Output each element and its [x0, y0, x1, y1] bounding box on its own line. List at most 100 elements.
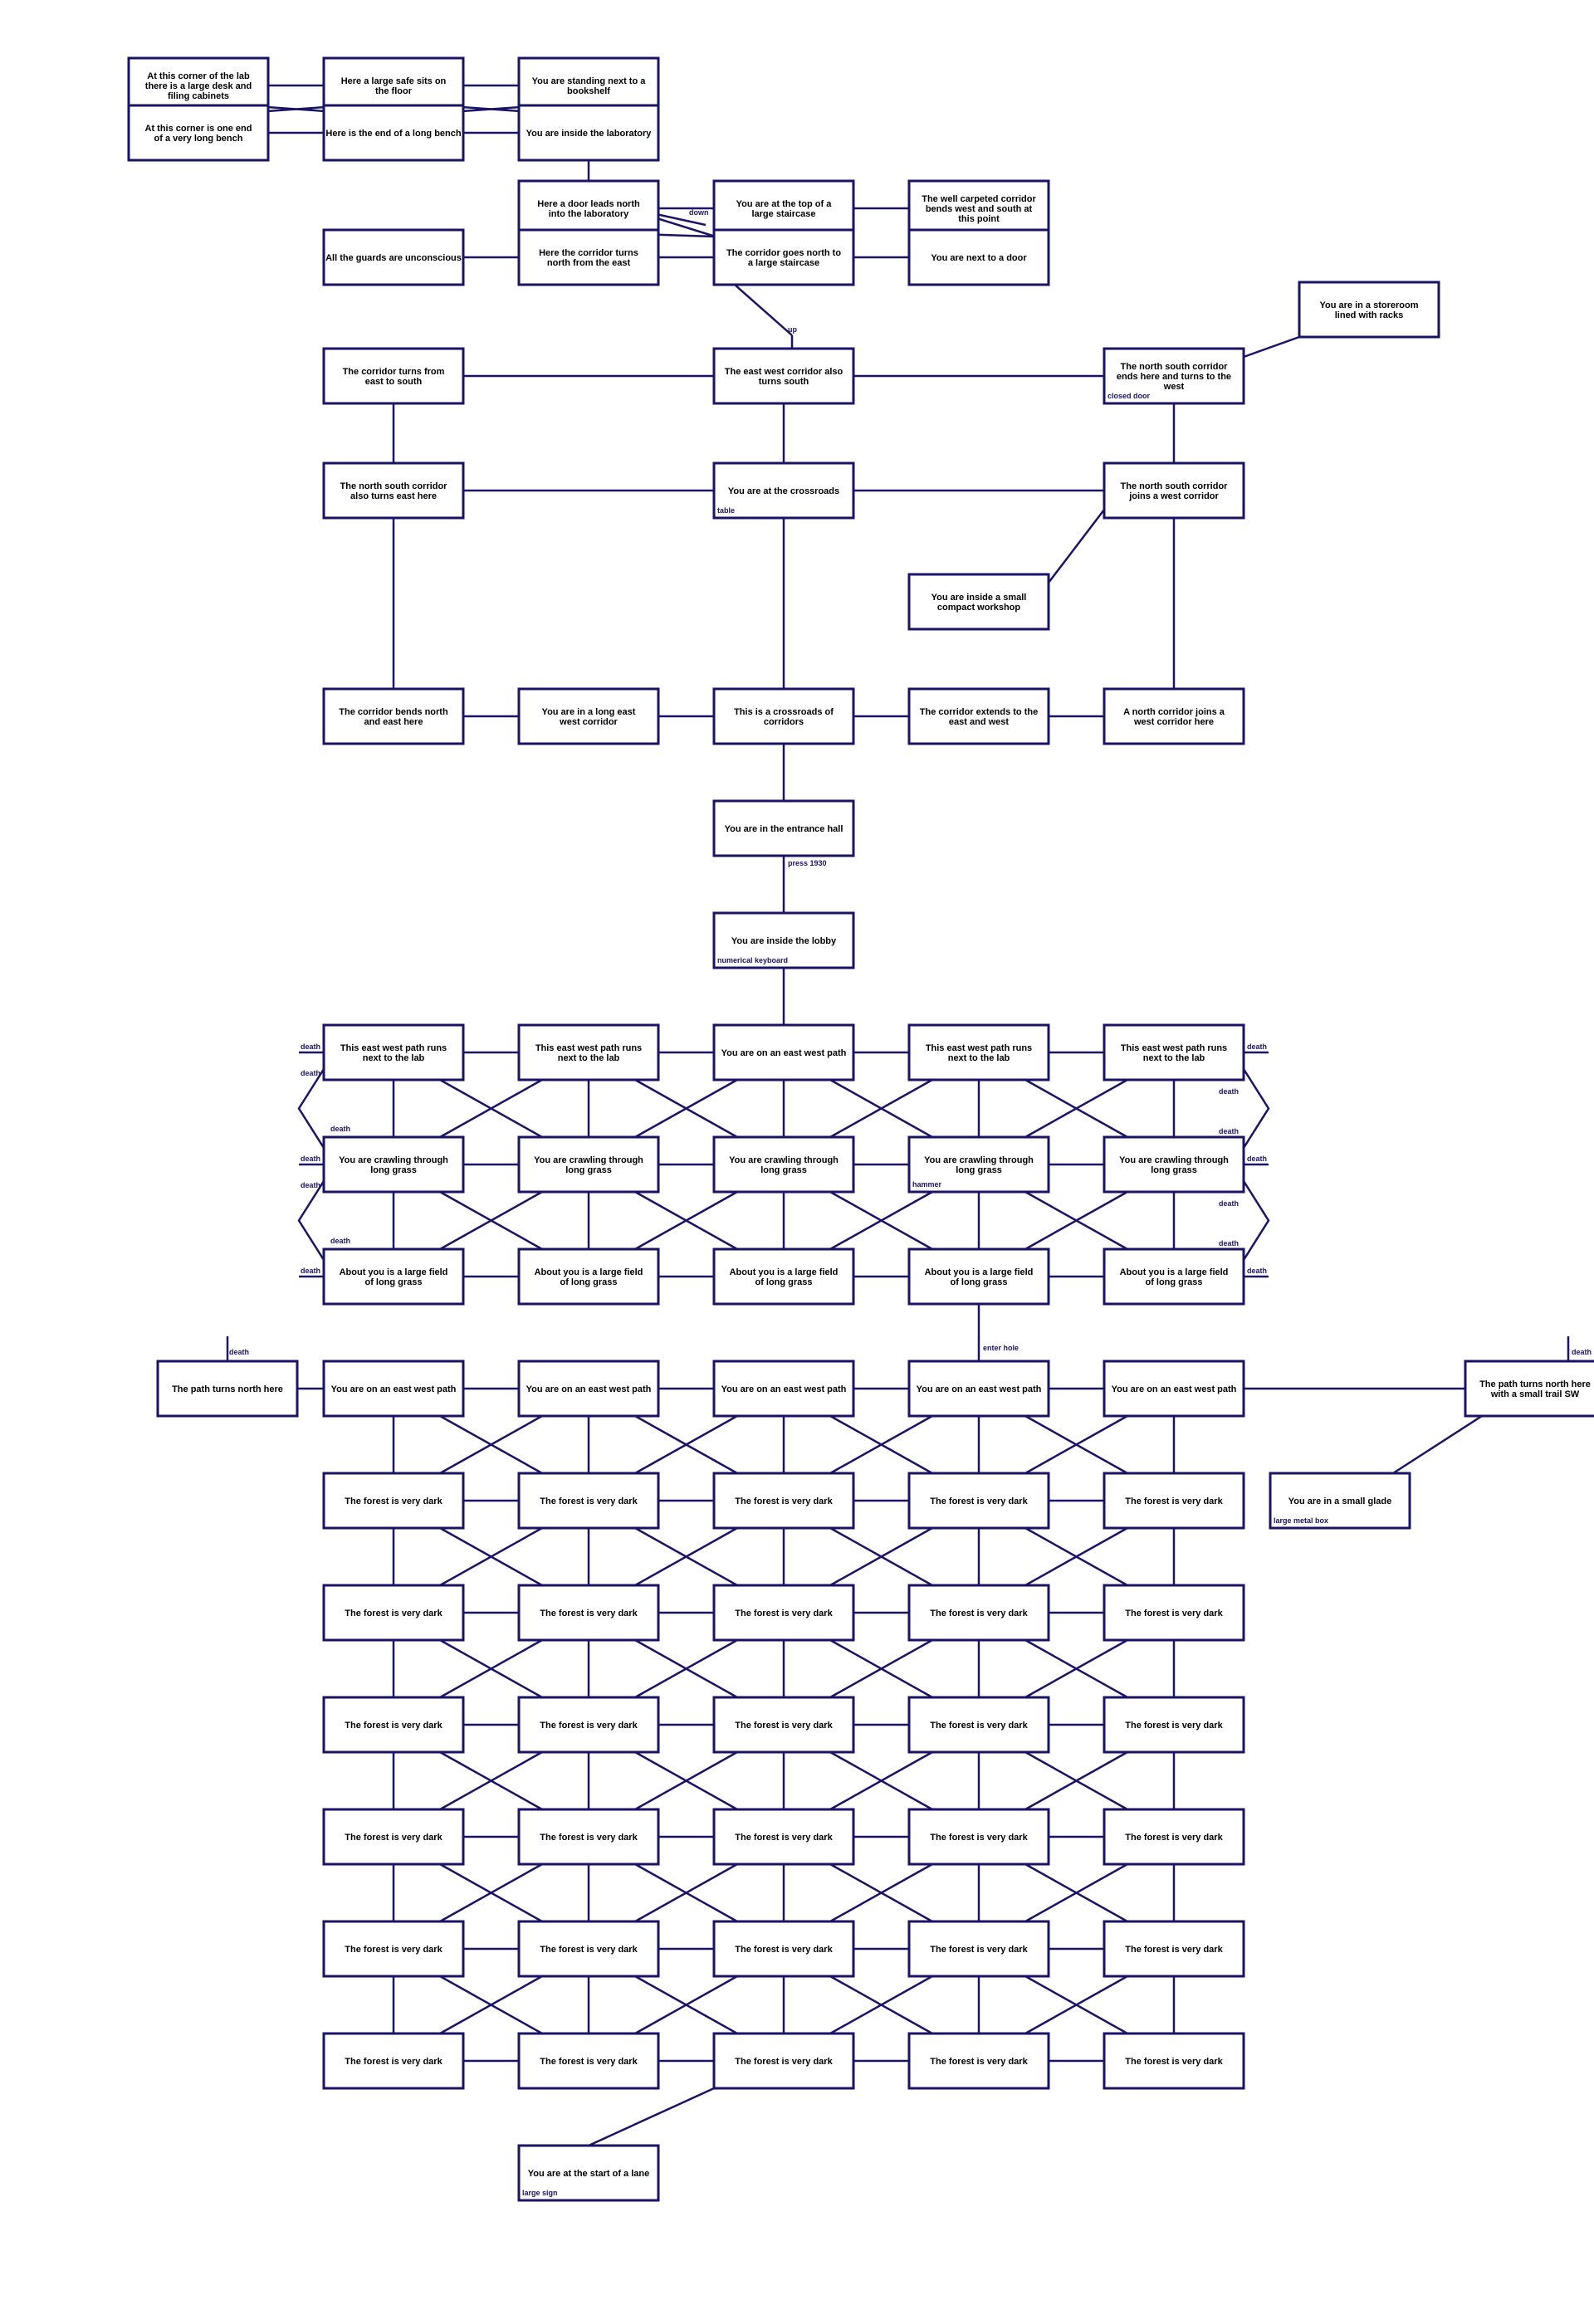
connection-line — [634, 1078, 738, 1139]
death-label: death — [301, 1069, 320, 1077]
room-description: About you is a large field — [535, 1267, 643, 1277]
room-box — [322, 461, 465, 520]
room-description: large staircase — [751, 209, 815, 219]
room-item-label: closed door — [1107, 392, 1151, 400]
room-description: At this corner is one end — [145, 124, 252, 134]
room-description: The forest is very dark — [1125, 1721, 1223, 1731]
room-description: also turns east here — [350, 491, 437, 501]
room-p_1: You are on an east west path — [517, 1360, 660, 1418]
room-description: north from the east — [547, 258, 631, 268]
connection-line — [1392, 1414, 1483, 1475]
room-guards: All the guards are unconscious — [322, 228, 465, 286]
room-item-label: table — [717, 506, 735, 515]
room-box — [517, 687, 660, 745]
room-description: You are in a long east — [542, 707, 636, 717]
room-description: lined with racks — [1335, 310, 1404, 320]
room-description: The forest is very dark — [930, 1609, 1028, 1618]
room-description: You are at the top of a — [736, 199, 833, 209]
room-description: About you is a large field — [925, 1267, 1034, 1277]
room-box — [1103, 1920, 1245, 1978]
room-description: next to the lab — [1143, 1053, 1205, 1063]
room-description: You are inside a small — [931, 593, 1027, 603]
room-description: of long grass — [950, 1277, 1007, 1287]
connection-line — [439, 1975, 543, 2035]
room-box — [517, 104, 660, 162]
room-description: The forest is very dark — [540, 2057, 638, 2067]
room-description: The forest is very dark — [345, 1945, 443, 1955]
room-f2_0: The forest is very dark — [322, 1584, 465, 1642]
room-description: This east west path runs — [926, 1043, 1032, 1053]
room-f4_1: The forest is very dark — [517, 1808, 660, 1866]
room-box — [127, 56, 270, 115]
connection-line — [297, 1180, 325, 1261]
room-description: east and west — [949, 717, 1009, 727]
room-description: east to south — [365, 377, 423, 387]
room-box — [712, 1247, 855, 1306]
room-box — [517, 1696, 660, 1754]
death-label: death — [1247, 1155, 1267, 1163]
room-box — [1103, 347, 1245, 405]
room-description: The forest is very dark — [1125, 1945, 1223, 1955]
press-code-label: press 1930 — [788, 859, 827, 867]
room-description: compact workshop — [937, 603, 1021, 613]
room-box — [712, 1023, 855, 1081]
room-description: You are on an east west path — [721, 1384, 847, 1394]
room-f1_4: The forest is very dark — [1103, 1472, 1245, 1530]
room-f5_1: The forest is very dark — [517, 1920, 660, 1978]
room-box — [517, 179, 660, 237]
room-description: The forest is very dark — [930, 2057, 1028, 2067]
connection-line — [1024, 1526, 1128, 1587]
room-box — [322, 1696, 465, 1754]
room-item-label: hammer — [912, 1180, 942, 1189]
room-box — [1103, 2032, 1245, 2090]
room-description: with a small trail SW — [1490, 1389, 1580, 1399]
connection-line — [439, 1638, 543, 1699]
room-box — [517, 1808, 660, 1866]
room-f4_0: The forest is very dark — [322, 1808, 465, 1866]
room-description: ends here and turns to the — [1117, 372, 1231, 382]
connection-line — [439, 1526, 543, 1587]
room-box — [1103, 1472, 1245, 1530]
death-label: death — [330, 1237, 350, 1245]
connection-line — [439, 1414, 543, 1475]
room-box — [907, 1920, 1050, 1978]
room-description: The forest is very dark — [540, 1945, 638, 1955]
room-description: The forest is very dark — [930, 1945, 1028, 1955]
room-box — [712, 461, 855, 520]
room-lab_se: You are inside the laboratory — [517, 104, 660, 162]
room-description: You are on an east west path — [1112, 1384, 1237, 1394]
room-f1_1: The forest is very dark — [517, 1472, 660, 1530]
room-description: You are in a small glade — [1288, 1496, 1392, 1506]
room-description: The forest is very dark — [735, 2057, 833, 2067]
connection-line — [439, 1863, 543, 1923]
room-box — [907, 1023, 1050, 1081]
room-description: The forest is very dark — [1125, 2057, 1223, 2067]
room-box — [1103, 1584, 1245, 1642]
room-description: west corridor here — [1133, 717, 1214, 727]
room-description: The corridor goes north to — [726, 248, 841, 258]
room-description: a large staircase — [748, 258, 819, 268]
room-description: The forest is very dark — [345, 1609, 443, 1618]
room-f3_2: The forest is very dark — [712, 1696, 855, 1754]
room-description: The forest is very dark — [540, 1721, 638, 1731]
room-box — [322, 228, 465, 286]
room-box — [517, 1472, 660, 1530]
death-label: death — [301, 1155, 320, 1163]
